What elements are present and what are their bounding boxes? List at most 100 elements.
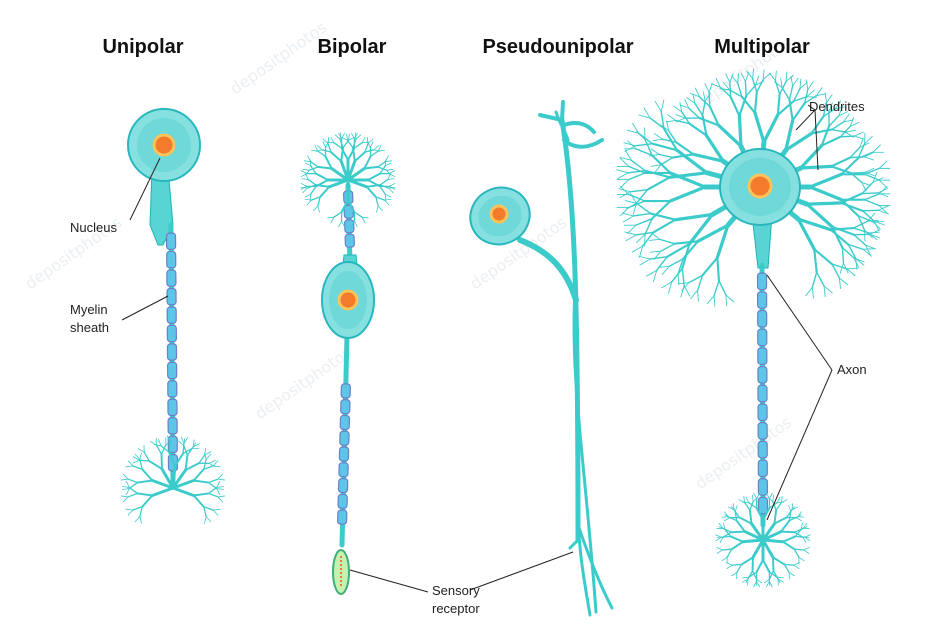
myelin-segment bbox=[338, 494, 347, 508]
myelin-segment bbox=[340, 431, 349, 445]
dendrite-branch bbox=[725, 518, 731, 521]
dendrite-branch bbox=[763, 73, 770, 79]
dendrite-branch bbox=[717, 258, 719, 281]
dendrite-branch bbox=[138, 480, 153, 482]
dendrite-branch bbox=[741, 557, 753, 564]
dendrite-branch bbox=[310, 194, 311, 200]
dendrite-branch bbox=[173, 488, 194, 496]
dendrite-branch bbox=[786, 72, 787, 82]
dendrite-branch bbox=[789, 573, 794, 576]
myelin-segment bbox=[168, 381, 177, 397]
dendrite-branch bbox=[746, 497, 749, 503]
dendrite-branch bbox=[783, 536, 796, 541]
dendrite-branch bbox=[208, 479, 218, 482]
dendrite-branch bbox=[856, 258, 857, 269]
dendrite-branch bbox=[793, 103, 805, 120]
dendrite-branch bbox=[785, 565, 794, 566]
dendrite-branch bbox=[846, 130, 855, 132]
dendrite-branch bbox=[385, 194, 386, 200]
dendrite-branch bbox=[754, 493, 757, 499]
dendrite-branch bbox=[794, 549, 798, 557]
dendrite-branch bbox=[311, 162, 319, 167]
dendrite-branch bbox=[863, 249, 874, 250]
dendrite-branch bbox=[869, 232, 880, 233]
dendrite-branch bbox=[123, 497, 128, 502]
dendrite-branch bbox=[735, 506, 737, 512]
dendrite-branch bbox=[832, 130, 846, 133]
dendrite-branch bbox=[678, 274, 679, 285]
myelin-segment bbox=[167, 344, 176, 360]
dendrite-branch bbox=[154, 445, 161, 446]
dendrite-branch bbox=[204, 517, 206, 524]
dendrite-branch bbox=[755, 113, 764, 142]
dendrite-branch bbox=[128, 461, 133, 466]
myelin-segment bbox=[758, 292, 767, 308]
dendrite-branch bbox=[129, 487, 137, 493]
dendrite-branch bbox=[389, 171, 395, 174]
dendrite-branch bbox=[839, 278, 840, 289]
dendrite-branch bbox=[126, 466, 133, 467]
title-bipolar: Bipolar bbox=[318, 36, 387, 58]
myelin-segment bbox=[339, 447, 348, 461]
dendrite-branch bbox=[778, 94, 780, 115]
dendrite-branch bbox=[855, 136, 864, 139]
dendrite-branch bbox=[739, 116, 741, 147]
dendrite-branch bbox=[213, 461, 218, 466]
sensory-leader-line bbox=[350, 570, 428, 592]
dendrite-branch bbox=[315, 146, 318, 152]
dendrite-branch bbox=[799, 557, 804, 560]
dendrite-branch bbox=[380, 186, 385, 194]
dendrite-branch bbox=[353, 148, 355, 161]
dendrite-branch bbox=[783, 542, 794, 549]
dendrite-branch bbox=[841, 194, 862, 203]
dendrite-branch bbox=[763, 70, 764, 80]
dendrite-branch bbox=[670, 187, 705, 201]
dendrite-branch bbox=[702, 258, 717, 276]
dendrite-branch bbox=[354, 212, 362, 217]
myelin-segment bbox=[340, 415, 349, 429]
dendrite-branch bbox=[348, 134, 349, 140]
nucleus bbox=[154, 135, 174, 155]
dendrite-branch bbox=[743, 540, 763, 542]
myelin-segment bbox=[758, 497, 767, 513]
dendrite-branch bbox=[331, 217, 334, 223]
myelin-segment bbox=[758, 367, 767, 383]
dendrite-branch bbox=[208, 487, 216, 493]
dendrite-branch bbox=[618, 173, 628, 179]
dendrite-branch bbox=[218, 496, 225, 497]
myelin-segment bbox=[345, 234, 354, 247]
axon-leader-line bbox=[767, 275, 832, 370]
dendrite-branch bbox=[635, 144, 652, 146]
dendrite-branch bbox=[194, 496, 204, 507]
label-sensory-line1: Sensory bbox=[432, 583, 480, 598]
dendrite-branch bbox=[879, 180, 887, 187]
dendrite-branch bbox=[800, 82, 807, 88]
dendrite-branch bbox=[334, 143, 342, 148]
dendrite-branch bbox=[773, 557, 785, 564]
dendrite-branch bbox=[371, 151, 379, 156]
dendrite-branch bbox=[316, 185, 329, 187]
dendrite-branch bbox=[619, 189, 630, 192]
myelin-sheath bbox=[338, 384, 351, 524]
dendrite-branch bbox=[808, 82, 814, 90]
dendrite-branch bbox=[362, 217, 368, 218]
myelin-segment bbox=[345, 220, 354, 233]
dendrite-branch bbox=[714, 296, 715, 307]
dendrite-branch bbox=[126, 489, 129, 495]
dendrite-branch bbox=[659, 154, 673, 157]
dendrite-branch bbox=[123, 474, 128, 479]
dendrite-branch bbox=[781, 500, 787, 503]
dendrite-branch bbox=[186, 463, 199, 470]
myelin-segment bbox=[338, 478, 347, 492]
myelin-segment bbox=[758, 385, 767, 401]
dendrite-branch bbox=[757, 581, 760, 587]
dendrite-branch bbox=[623, 216, 633, 222]
dendrite-branch bbox=[362, 217, 365, 223]
dendrite-branch bbox=[878, 189, 888, 193]
pseudounipolar-neuron bbox=[461, 102, 612, 615]
myelin-segment bbox=[167, 270, 176, 286]
dendrite-branch bbox=[302, 179, 308, 180]
label-axon: Axon bbox=[837, 362, 867, 377]
dendrite-branch bbox=[727, 549, 731, 557]
dendrite-branch bbox=[839, 278, 847, 285]
